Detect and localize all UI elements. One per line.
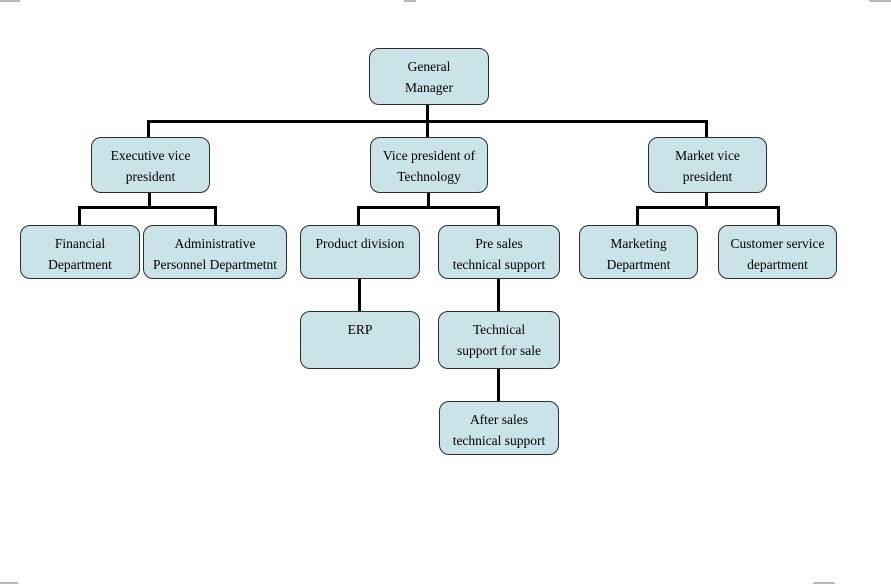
node-technical-support-for-sale[interactable]: Technical support for sale: [438, 311, 560, 369]
page-border-artifact: [813, 582, 835, 584]
node-label: Market vice: [675, 148, 740, 163]
connector-main-rail: [147, 120, 708, 123]
connector-drop-admin-personnel: [214, 206, 217, 225]
node-label: technical support: [452, 257, 546, 272]
connector-presales-to-techsupport: [497, 279, 500, 311]
node-label: support for sale: [457, 343, 541, 358]
connector-execvp-stem: [148, 193, 151, 209]
node-executive-vice-president[interactable]: Executive vice president: [91, 137, 210, 193]
connector-marketvp-stem: [705, 193, 708, 209]
node-label: Pre sales: [475, 236, 523, 251]
node-label: Product division: [315, 236, 405, 251]
node-label: Marketing: [610, 236, 667, 251]
node-label: Executive vice: [110, 148, 191, 163]
page-border-artifact: [404, 0, 416, 2]
node-label: Department: [606, 257, 671, 272]
connector-vptech-stem: [427, 193, 430, 209]
node-label: General: [407, 59, 451, 74]
node-vp-technology[interactable]: Vice president of Technology: [370, 137, 488, 193]
node-label: Customer service: [730, 236, 825, 251]
connector-drop-financial: [78, 206, 81, 225]
node-label: Administrative: [174, 236, 256, 251]
node-customer-service-department[interactable]: Customer service department: [718, 225, 837, 279]
node-after-sales-technical-support[interactable]: After sales technical support: [439, 401, 559, 455]
node-marketing-department[interactable]: Marketing Department: [579, 225, 698, 279]
node-product-division[interactable]: Product division: [300, 225, 420, 279]
connector-drop-marketing: [636, 206, 639, 225]
connector-product-to-erp: [358, 279, 361, 311]
node-label: Financial: [54, 236, 106, 251]
connector-techsupport-to-aftersales: [497, 369, 500, 401]
connector-vptech-rail: [357, 206, 500, 209]
connector-execvp-rail: [78, 206, 217, 209]
node-label: Technology: [397, 169, 461, 184]
node-general-manager[interactable]: General Manager: [369, 48, 489, 105]
node-label: Vice president of: [382, 148, 476, 163]
node-label: Department: [48, 257, 112, 272]
node-label: president: [125, 169, 176, 184]
node-market-vice-president[interactable]: Market vice president: [648, 137, 767, 193]
node-financial-department[interactable]: Financial Department: [20, 225, 140, 279]
connector-drop-pre-sales: [497, 206, 500, 225]
page-border-artifact: [869, 0, 891, 2]
node-pre-sales-technical-support[interactable]: Pre sales technical support: [438, 225, 560, 279]
node-admin-personnel-department[interactable]: Administrative Personnel Departmetnt: [143, 225, 287, 279]
page-border-artifact: [0, 0, 20, 2]
node-label: department: [747, 257, 808, 272]
node-label: president: [682, 169, 733, 184]
page-border-artifact: [0, 582, 18, 584]
connector-drop-product-division: [357, 206, 360, 225]
node-label: Personnel Departmetnt: [152, 257, 278, 272]
node-label: technical support: [452, 433, 546, 448]
node-label: Technical: [472, 322, 526, 337]
node-label: ERP: [347, 322, 373, 337]
connector-drop-market-vp: [705, 120, 708, 137]
connector-drop-customer-service: [777, 206, 780, 225]
node-erp[interactable]: ERP: [300, 311, 420, 369]
connector-drop-executive-vp: [147, 120, 150, 137]
node-label: After sales: [469, 412, 529, 427]
node-label: Manager: [405, 80, 453, 95]
connector-marketvp-rail: [636, 206, 780, 209]
